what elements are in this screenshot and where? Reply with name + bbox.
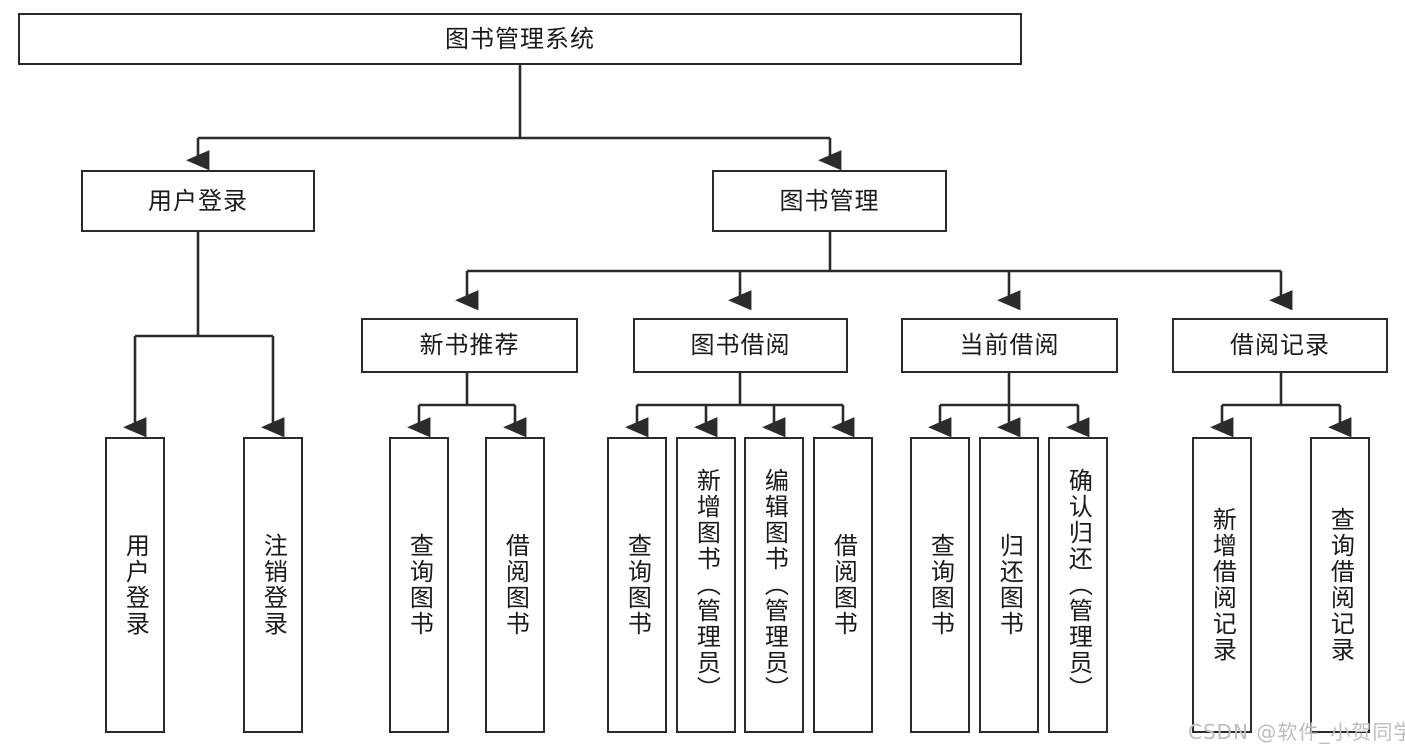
leaf-current-borrow-query-book[interactable]: 查询图书 xyxy=(910,437,970,733)
node-label: 当前借阅 xyxy=(959,331,1060,360)
node-label: 借阅记录 xyxy=(1230,331,1330,360)
node-label: 确认归还（管理员） xyxy=(1064,468,1093,702)
leaf-book-borrow-add-book-admin[interactable]: 新增图书（管理员） xyxy=(676,437,736,733)
node-label: 借阅图书 xyxy=(501,533,530,637)
node-label: 注销登录 xyxy=(259,533,288,637)
node-current-borrow[interactable]: 当前借阅 xyxy=(901,318,1118,373)
leaf-user-login-logout[interactable]: 注销登录 xyxy=(243,437,303,733)
node-label: 归还图书 xyxy=(995,533,1024,637)
node-label: 用户登录 xyxy=(121,533,150,637)
node-label: 图书借阅 xyxy=(690,331,791,360)
node-root-book-management-system[interactable]: 图书管理系统 xyxy=(18,13,1022,65)
node-book-borrow[interactable]: 图书借阅 xyxy=(633,318,848,373)
node-label: 用户登录 xyxy=(148,186,248,215)
csdn-watermark: CSDN @软件_小贺同学 xyxy=(1188,720,1405,744)
leaf-new-book-query-book[interactable]: 查询图书 xyxy=(389,437,449,733)
node-label: 图书管理系统 xyxy=(445,24,595,53)
leaf-borrow-record-query-record[interactable]: 查询借阅记录 xyxy=(1310,437,1370,733)
node-label: 新增借阅记录 xyxy=(1208,507,1237,663)
leaf-new-book-borrow-book[interactable]: 借阅图书 xyxy=(485,437,545,733)
leaf-current-borrow-return-book[interactable]: 归还图书 xyxy=(979,437,1039,733)
node-label: 图书管理 xyxy=(779,186,880,215)
node-user-login[interactable]: 用户登录 xyxy=(81,170,315,232)
node-label: 查询借阅记录 xyxy=(1326,507,1355,663)
node-label: 借阅图书 xyxy=(829,533,858,637)
node-label: 查询图书 xyxy=(926,533,955,637)
node-label: 查询图书 xyxy=(405,533,434,637)
node-label: 新增图书（管理员） xyxy=(692,468,721,702)
node-label: 新书推荐 xyxy=(419,331,520,360)
node-book-management[interactable]: 图书管理 xyxy=(712,170,947,232)
node-label: 编辑图书（管理员） xyxy=(760,468,789,702)
leaf-user-login-login[interactable]: 用户登录 xyxy=(105,437,165,733)
leaf-borrow-record-add-record[interactable]: 新增借阅记录 xyxy=(1192,437,1252,733)
node-new-book-recommend[interactable]: 新书推荐 xyxy=(361,318,578,373)
leaf-current-borrow-confirm-return-admin[interactable]: 确认归还（管理员） xyxy=(1048,437,1108,733)
node-borrow-record[interactable]: 借阅记录 xyxy=(1172,318,1388,373)
leaf-book-borrow-query-book[interactable]: 查询图书 xyxy=(607,437,667,733)
leaf-book-borrow-edit-book-admin[interactable]: 编辑图书（管理员） xyxy=(744,437,804,733)
node-label: 查询图书 xyxy=(623,533,652,637)
leaf-book-borrow-borrow-book[interactable]: 借阅图书 xyxy=(813,437,873,733)
